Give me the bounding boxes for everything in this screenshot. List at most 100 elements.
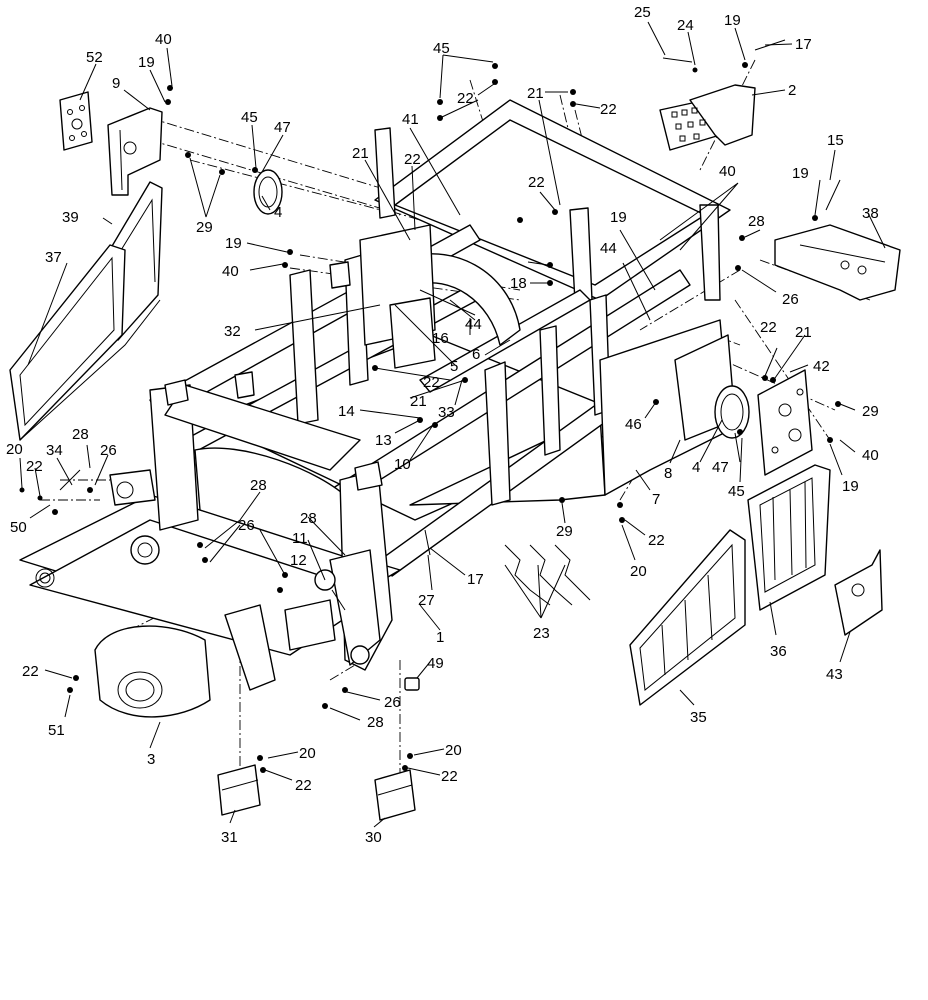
- callout-42: 42: [813, 358, 830, 375]
- callout-22: 22: [441, 768, 458, 785]
- callout-23: 23: [533, 625, 550, 642]
- part-2-bracket: [659, 84, 756, 151]
- callout-19: 19: [138, 54, 155, 71]
- callout-35: 35: [690, 709, 707, 726]
- callout-29: 29: [862, 403, 879, 420]
- callout-6: 6: [472, 346, 480, 363]
- callout-40: 40: [222, 263, 239, 280]
- callout-38: 38: [862, 205, 879, 222]
- callout-20: 20: [299, 745, 316, 762]
- callout-26: 26: [100, 442, 117, 459]
- callout-21: 21: [527, 85, 544, 102]
- callout-22: 22: [404, 151, 421, 168]
- main-frame: [19, 99, 736, 691]
- callout-29: 29: [556, 523, 573, 540]
- callout-22: 22: [295, 777, 312, 794]
- callout-17: 17: [795, 36, 812, 53]
- callout-25: 25: [634, 4, 651, 21]
- callout-9: 9: [112, 75, 120, 92]
- part-49-bushing: [404, 677, 420, 691]
- callout-49: 49: [427, 655, 444, 672]
- part-3-shield: [94, 625, 211, 718]
- callout-40: 40: [862, 447, 879, 464]
- callout-28: 28: [250, 477, 267, 494]
- part-52-plate: [59, 91, 93, 151]
- callout-47: 47: [712, 459, 729, 476]
- callout-4: 4: [692, 459, 700, 476]
- callout-22: 22: [528, 174, 545, 191]
- callout-21: 21: [795, 324, 812, 341]
- callout-28: 28: [300, 510, 317, 527]
- callout-20: 20: [630, 563, 647, 580]
- callout-17: 17: [467, 571, 484, 588]
- part-36-screen: [747, 464, 831, 611]
- callout-4: 4: [274, 204, 282, 221]
- callout-40: 40: [155, 31, 172, 48]
- part-39-37-screen: [9, 181, 163, 441]
- callout-44: 44: [465, 316, 482, 333]
- callout-32: 32: [224, 323, 241, 340]
- callout-44: 44: [600, 240, 617, 257]
- callout-30: 30: [365, 829, 382, 846]
- callout-11: 11: [292, 530, 308, 547]
- callout-26: 26: [238, 517, 255, 534]
- callout-29: 29: [196, 219, 213, 236]
- callout-16: 16: [432, 330, 449, 347]
- part-38-bracket: [774, 224, 901, 301]
- callout-19: 19: [610, 209, 627, 226]
- part-43-bracket: [834, 549, 883, 636]
- callout-21: 21: [410, 393, 427, 410]
- callout-50: 50: [10, 519, 27, 536]
- part-35-screen: [629, 529, 746, 706]
- callout-22: 22: [423, 374, 440, 391]
- callout-19: 19: [842, 478, 859, 495]
- part-23-springs: [504, 544, 591, 606]
- callout-1: 1: [436, 629, 444, 646]
- callout-52: 52: [86, 49, 103, 66]
- callout-19: 19: [724, 12, 741, 29]
- callout-37: 37: [45, 249, 62, 266]
- callout-13: 13: [375, 432, 392, 449]
- part-31-bracket: [217, 764, 261, 816]
- callout-34: 34: [46, 442, 63, 459]
- callout-15: 15: [827, 132, 844, 149]
- part-42-plate: [757, 369, 813, 476]
- callout-10: 10: [394, 456, 411, 473]
- callout-28: 28: [72, 426, 89, 443]
- callout-28: 28: [748, 213, 765, 230]
- callout-labels: 25 24 19 17 2 45 22 21 22 52 40 19 9 41 …: [6, 4, 879, 846]
- callout-19: 19: [225, 235, 242, 252]
- callout-5: 5: [450, 358, 458, 375]
- callout-22: 22: [600, 101, 617, 118]
- callout-21: 21: [352, 145, 369, 162]
- callout-28: 28: [367, 714, 384, 731]
- callout-2: 2: [788, 82, 796, 99]
- callout-31: 31: [221, 829, 238, 846]
- callout-14: 14: [338, 403, 355, 420]
- callout-39: 39: [62, 209, 79, 226]
- callout-22: 22: [457, 90, 474, 107]
- callout-41: 41: [402, 111, 419, 128]
- fasteners: [19, 39, 841, 773]
- callout-22: 22: [26, 458, 43, 475]
- callout-22: 22: [22, 663, 39, 680]
- callout-8: 8: [664, 465, 672, 482]
- leader-lines: [19, 21, 886, 828]
- part-4-disc-right: [714, 385, 750, 439]
- callout-18: 18: [510, 275, 527, 292]
- callout-20: 20: [6, 441, 23, 458]
- callout-33: 33: [438, 404, 455, 421]
- callout-12: 12: [290, 552, 307, 569]
- callout-45: 45: [728, 483, 745, 500]
- callout-3: 3: [147, 751, 155, 768]
- callout-43: 43: [826, 666, 843, 683]
- callout-46: 46: [625, 416, 642, 433]
- callout-26: 26: [782, 291, 799, 308]
- callout-26: 26: [384, 694, 401, 711]
- part-9-bracket: [107, 107, 163, 196]
- callout-22: 22: [648, 532, 665, 549]
- callout-45: 45: [433, 40, 450, 57]
- callout-36: 36: [770, 643, 787, 660]
